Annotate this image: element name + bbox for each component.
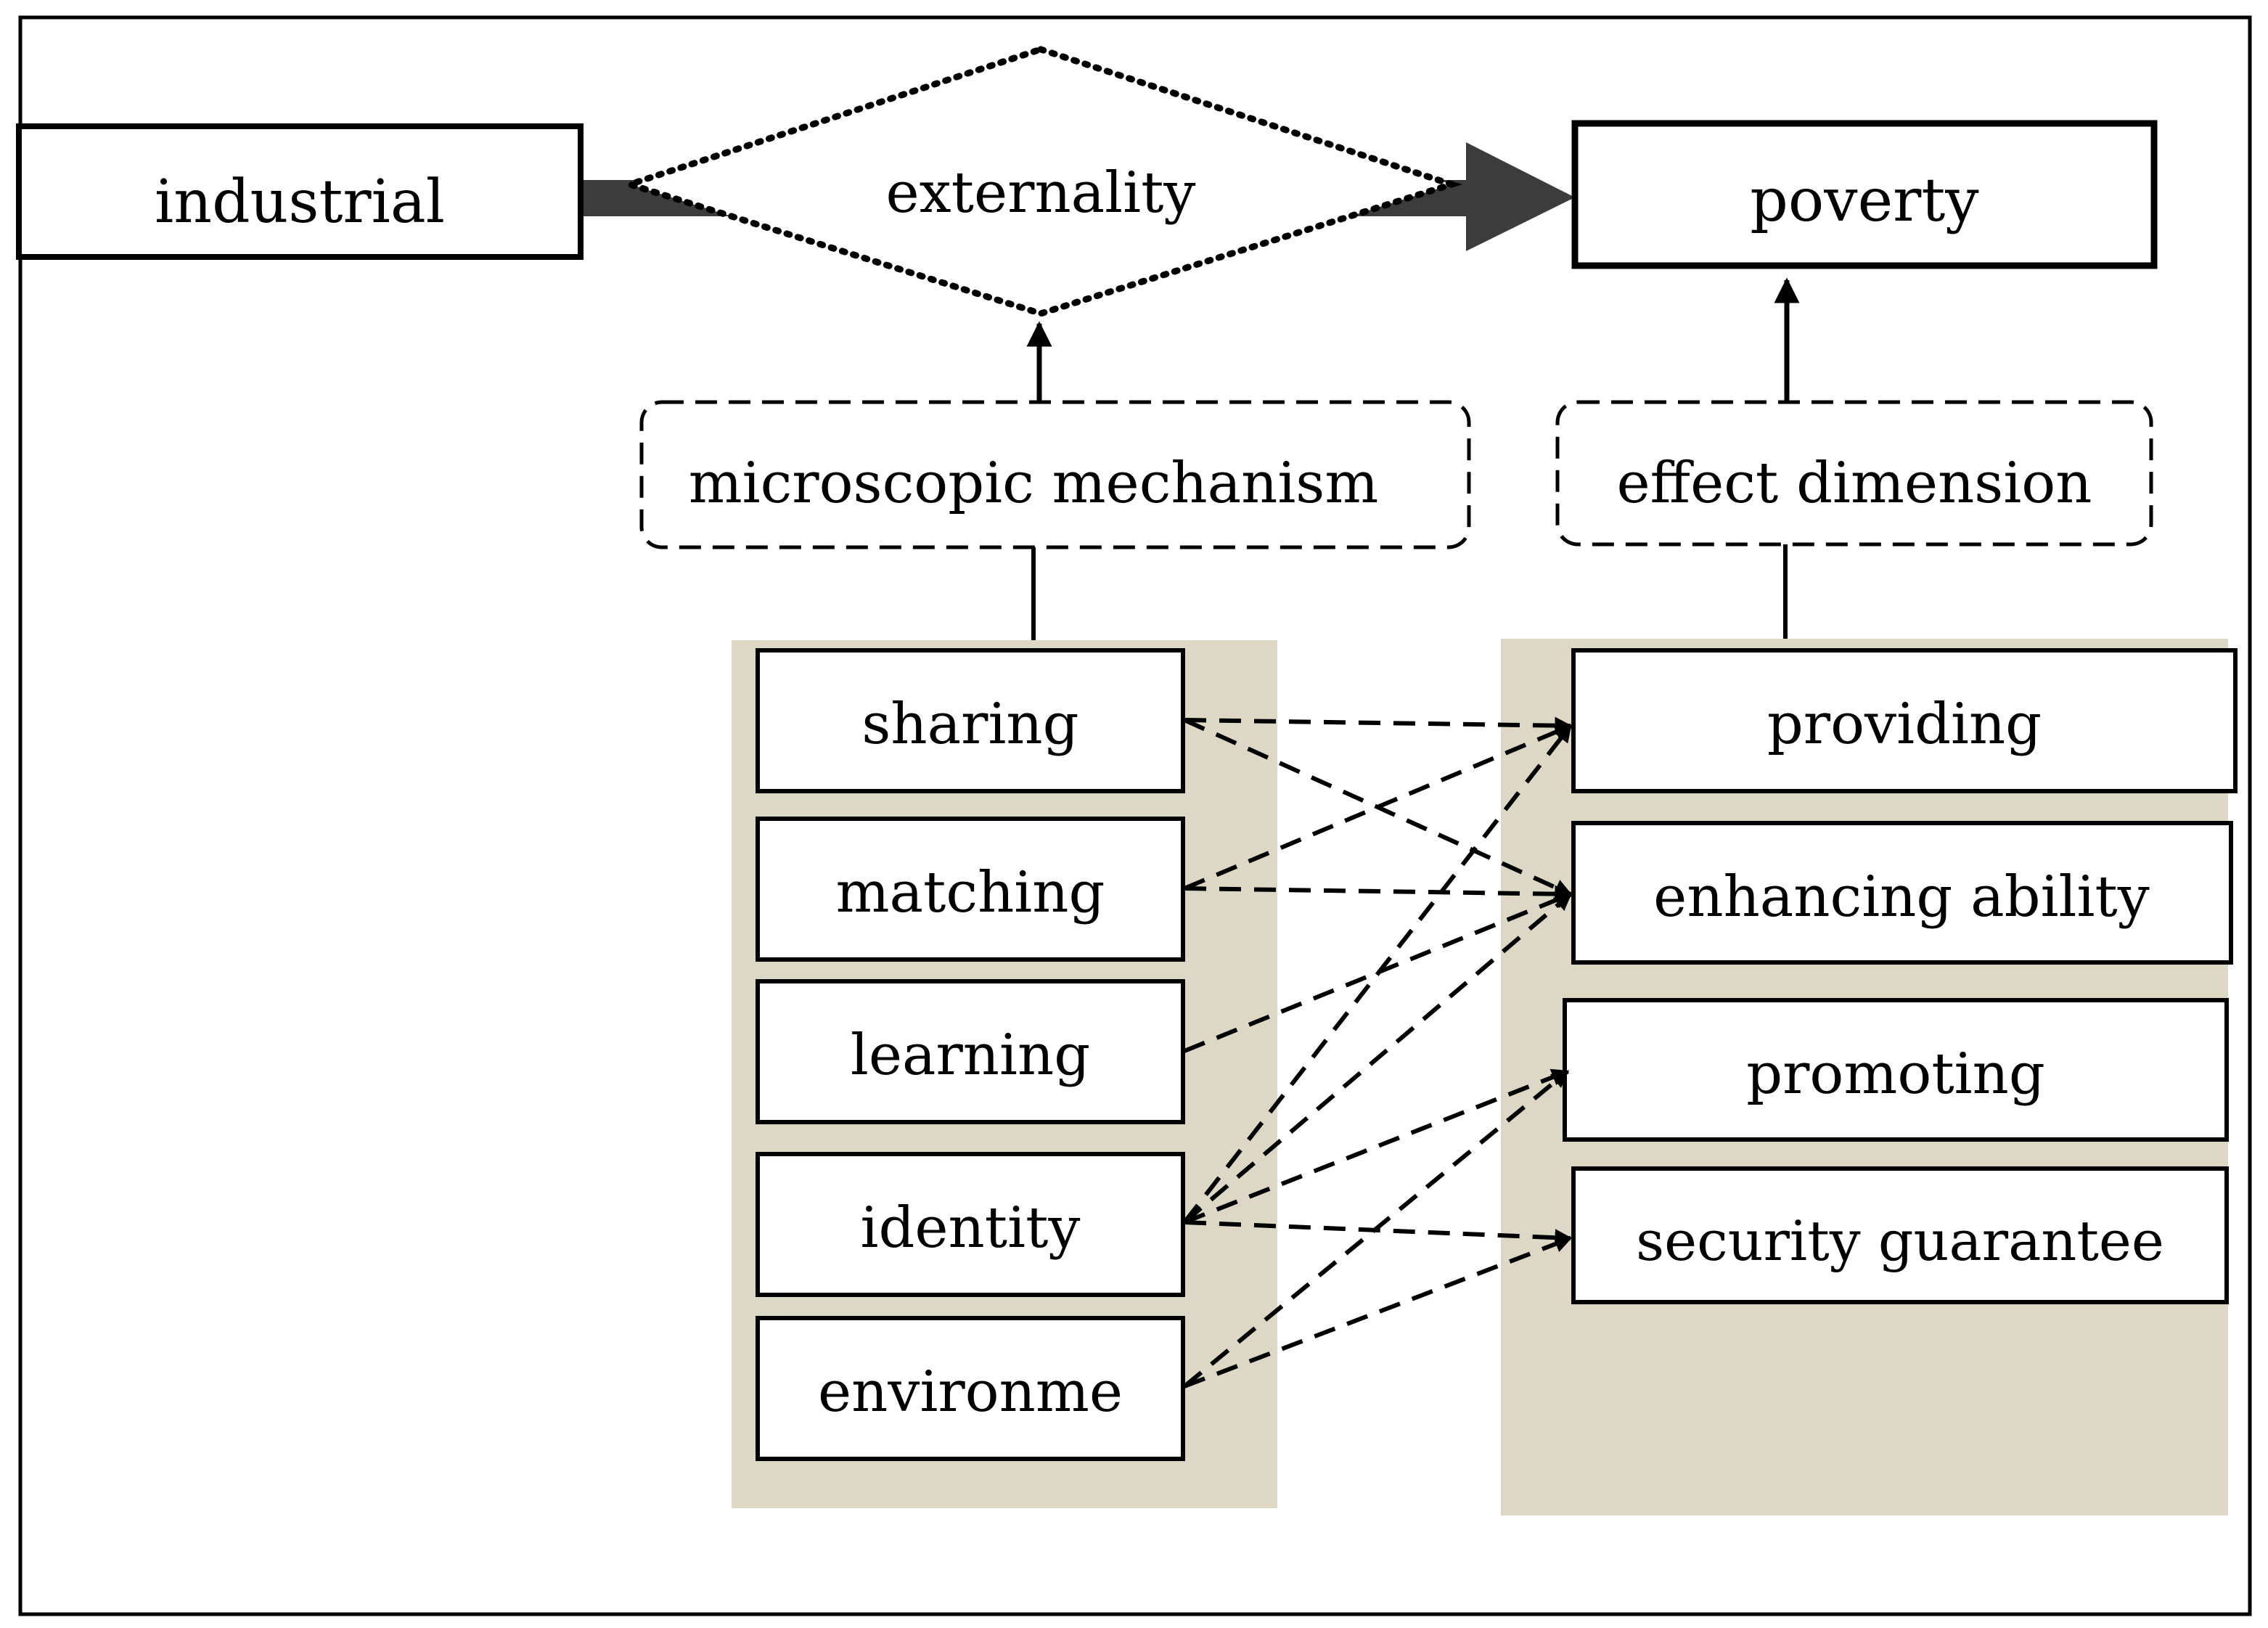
link-matching-to-providing	[1183, 724, 1573, 891]
mechanism-sharing: sharing	[756, 648, 1185, 793]
mechanism-environme-label: environme	[818, 1359, 1123, 1425]
effect-dimension-node: effect dimension	[1555, 400, 2153, 547]
mechanism-matching: matching	[756, 817, 1185, 962]
effect-promoting: promoting	[1563, 998, 2229, 1142]
effect-dimension-label: effect dimension	[1617, 451, 2092, 516]
effect-providing: providing	[1571, 648, 2238, 793]
link-identity-to-providing	[1182, 724, 1573, 1224]
mechanism-learning: learning	[756, 979, 1185, 1124]
microscopic-mechanism-node: microscopic mechanism	[639, 400, 1471, 549]
mechanism-sharing-label: sharing	[861, 692, 1078, 757]
link-matching-to-enhancing-ability	[1184, 885, 1573, 903]
externality-node: externality	[619, 46, 1462, 317]
mechanism-identity: identity	[756, 1152, 1185, 1297]
poverty-node: poverty	[1571, 120, 2158, 269]
effect-promoting-label: promoting	[1746, 1042, 2045, 1107]
mechanism-effect-links	[1182, 716, 1573, 1388]
externality-label: externality	[886, 160, 1196, 226]
effect-security-guarantee: security guarantee	[1571, 1166, 2229, 1304]
industrial-label: industrial	[155, 168, 445, 237]
microscopic-mechanism-label: microscopic mechanism	[689, 451, 1379, 516]
mechanism-matching-label: matching	[836, 860, 1105, 925]
mechanism-environme: environme	[756, 1316, 1185, 1461]
outer-frame	[18, 15, 2252, 1616]
poverty-label: poverty	[1750, 166, 1979, 235]
effect-security-guarantee-label: security guarantee	[1636, 1208, 2164, 1273]
effect-enhancing-ability-label: enhancing ability	[1653, 864, 2150, 930]
link-environme-to-promoting	[1183, 1069, 1569, 1388]
effect-providing-label: providing	[1767, 692, 2042, 757]
mechanism-identity-label: identity	[861, 1195, 1081, 1261]
industrial-node: industrial	[16, 123, 584, 260]
link-sharing-to-providing	[1184, 716, 1573, 735]
link-identity-to-enhancing-ability	[1183, 892, 1572, 1224]
mechanism-learning-label: learning	[851, 1023, 1090, 1088]
effect-enhancing-ability: enhancing ability	[1571, 821, 2233, 965]
